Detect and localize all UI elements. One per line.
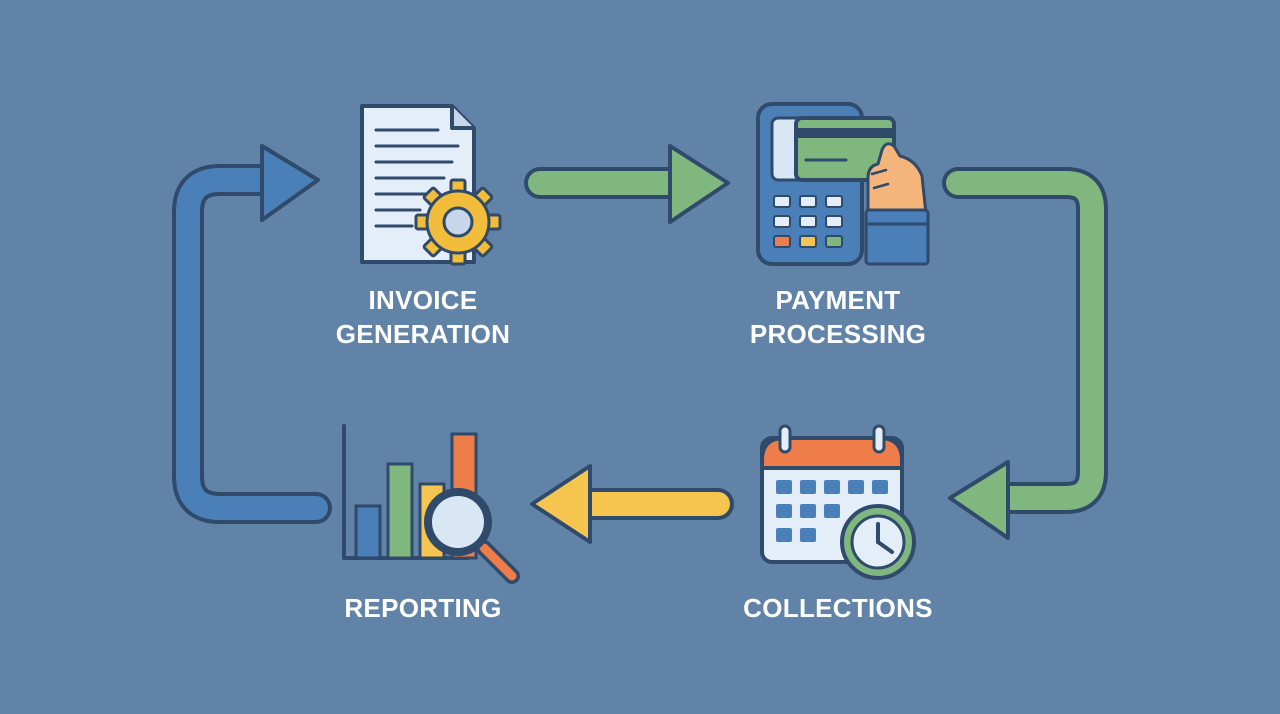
invoice-label-line1: INVOICE (368, 285, 478, 315)
payment-label-line2: PROCESSING (749, 319, 927, 349)
calendar-clock-icon (760, 424, 916, 580)
payment-processing-label: PAYMENT PROCESSING (738, 283, 938, 351)
collections-label: COLLECTIONS (738, 591, 938, 625)
clock-icon (840, 504, 916, 580)
magnifier-icon (424, 488, 520, 584)
yellow-bottom-arrow (530, 464, 734, 544)
invoice-label-line2: GENERATION (335, 319, 511, 349)
reporting-label-text: REPORTING (344, 593, 502, 623)
blue-loop-arrow (172, 144, 332, 524)
payment-label-line1: PAYMENT (775, 285, 901, 315)
collections-label-text: COLLECTIONS (743, 593, 933, 623)
invoice-generation-label: INVOICE GENERATION (323, 283, 523, 351)
credit-card-icon (794, 116, 896, 182)
green-right-arrow (942, 167, 1108, 540)
invoice-document-gear-icon (360, 104, 502, 266)
card-terminal-hand-icon (756, 102, 930, 266)
bar-chart-magnifier-icon (342, 424, 520, 584)
hand-icon (864, 142, 930, 266)
green-top-arrow (524, 144, 730, 224)
reporting-label: REPORTING (323, 591, 523, 625)
gear-icon (414, 178, 502, 266)
